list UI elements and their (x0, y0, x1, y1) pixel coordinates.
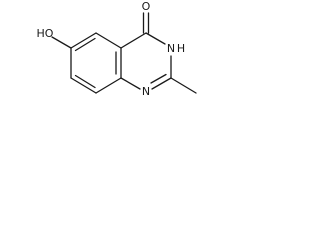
atom-label-hydroxyl: HO (37, 27, 54, 40)
bond-c2-n1 (151, 77, 172, 90)
bond-c5-c6-inner (74, 37, 96, 52)
quinazolinone-structure: O HO N H N (37, 0, 197, 98)
bond-c2-n1-inner (150, 73, 167, 84)
bond-c4a-c5 (95, 32, 122, 49)
atom-label-n3: N (167, 42, 175, 55)
bond-c5-c6 (70, 32, 97, 49)
bond-c4-n3 (145, 32, 166, 45)
benzene-ring-bonds (70, 32, 122, 94)
bond-c8-c8a (95, 77, 122, 94)
substituent-bonds (51, 12, 197, 94)
bond-c7-c8 (70, 77, 97, 94)
bond-c2-methyl (170, 77, 197, 94)
bond-c7-c8-inner (74, 74, 96, 89)
atom-label-n3-hydrogen: H (177, 42, 185, 55)
pyrimidinone-ring-bonds (120, 32, 172, 90)
atom-label-n1: N (142, 85, 150, 98)
bond-c6-oh (51, 36, 72, 49)
bond-c4a-c4 (120, 32, 147, 49)
atom-label-carbonyl-oxygen: O (142, 0, 151, 13)
bond-n1-c8a (120, 77, 141, 90)
